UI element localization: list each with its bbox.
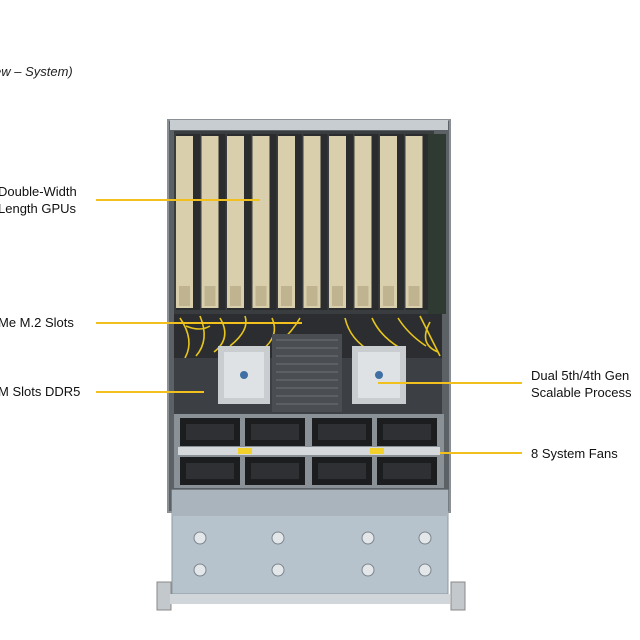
figure-caption: ew – System) [0,64,73,79]
gpu-card [329,136,346,308]
gpu-bracket [383,286,394,306]
label-dimm: M Slots DDR5 [0,384,81,399]
gpu-card [380,136,397,308]
fan-grille [383,463,431,479]
cables [179,315,441,359]
gpu-card [405,136,423,308]
gpu-bracket [230,286,241,306]
handle-left [156,581,172,611]
fan-grille [251,424,299,440]
chassis-rail-top [170,120,448,130]
gpu-bracket [281,286,292,306]
fan-clip-left [238,448,252,454]
gpu-bracket [255,286,267,306]
fan-divider [178,447,440,455]
heatsink-center [272,334,342,412]
fan-grille [318,424,366,440]
gpu-card [303,136,321,308]
fan-grille [186,463,234,479]
label-cpu: Dual 5th/4th Gen Scalable Process [531,367,631,401]
gpu-cards [176,134,430,310]
gpu-bracket [408,286,420,306]
fan-grille [318,463,366,479]
gpu-bracket [179,286,190,306]
gpu-card [227,136,244,308]
gpu-bracket [357,286,369,306]
gpu-bracket [204,286,216,306]
label-cpu-line1: Dual 5th/4th Gen [531,368,630,383]
fans [180,418,437,485]
leader-dimm [96,391,204,393]
label-m2: Me M.2 Slots [0,315,74,330]
gpu-card [354,136,372,308]
gpu-card [201,136,219,308]
leader-gpus [96,199,260,201]
label-fans: 8 System Fans [531,446,618,461]
label-cpu-line2: Scalable Process [531,385,632,400]
label-gpus-line1: Double-Width [0,184,77,199]
label-gpus: Double-Width Length GPUs [0,183,77,217]
tray-screws [193,531,432,577]
leader-fans [440,452,522,454]
front-bezel [170,594,450,604]
gpu-card [278,136,295,308]
gpu-bracket [306,286,318,306]
gpu-card [252,136,270,308]
cpu-1 [218,346,270,404]
label-gpus-line2: Length GPUs [0,201,77,216]
fan-grille [251,463,299,479]
cpu-2 [352,346,406,404]
fan-grille [186,424,234,440]
handle-right [450,581,466,611]
side-board [428,134,446,314]
leader-m2 [96,322,302,324]
drive-tray-lip [172,490,448,516]
fan-clip-right [370,448,384,454]
heatsink-fins [276,339,338,405]
gpu-card [176,136,193,308]
gpu-bracket [332,286,343,306]
leader-cpu [378,382,522,384]
fan-grille [383,424,431,440]
